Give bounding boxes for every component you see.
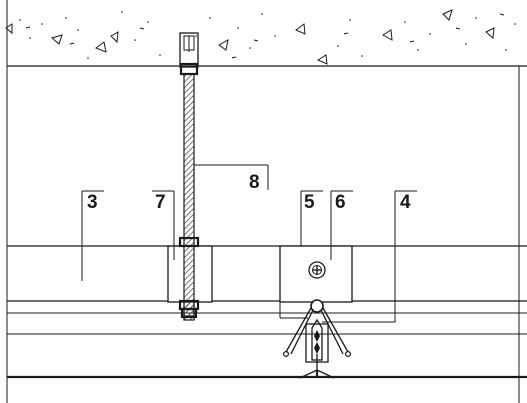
callout-5: 5 [300, 190, 323, 246]
screw-head-icon [308, 261, 326, 279]
callout-5-label: 5 [304, 192, 315, 213]
concrete-aggregate-marks [5, 9, 495, 65]
hanger-bracket [167, 236, 213, 319]
callout-6: 6 [330, 190, 353, 260]
concrete-slab [5, 0, 527, 67]
board-layers [7, 245, 527, 379]
callout-3-label: 3 [87, 192, 98, 213]
callout-7-label: 7 [155, 192, 166, 213]
callout-7: 7 [152, 190, 175, 260]
concrete-speckles [19, 11, 516, 59]
callout-8: 8 [194, 164, 269, 193]
callout-3: 3 [81, 190, 104, 281]
clamp-plate [279, 245, 353, 319]
callout-6-label: 6 [335, 192, 346, 213]
callout-4-leader [322, 191, 396, 323]
callout-8-label: 8 [249, 172, 260, 193]
spring-clip [283, 299, 352, 379]
callout-4: 4 [395, 190, 417, 213]
callout-4-label: 4 [400, 192, 411, 213]
concrete-dashes [25, 13, 505, 59]
threaded-rod [183, 73, 195, 321]
